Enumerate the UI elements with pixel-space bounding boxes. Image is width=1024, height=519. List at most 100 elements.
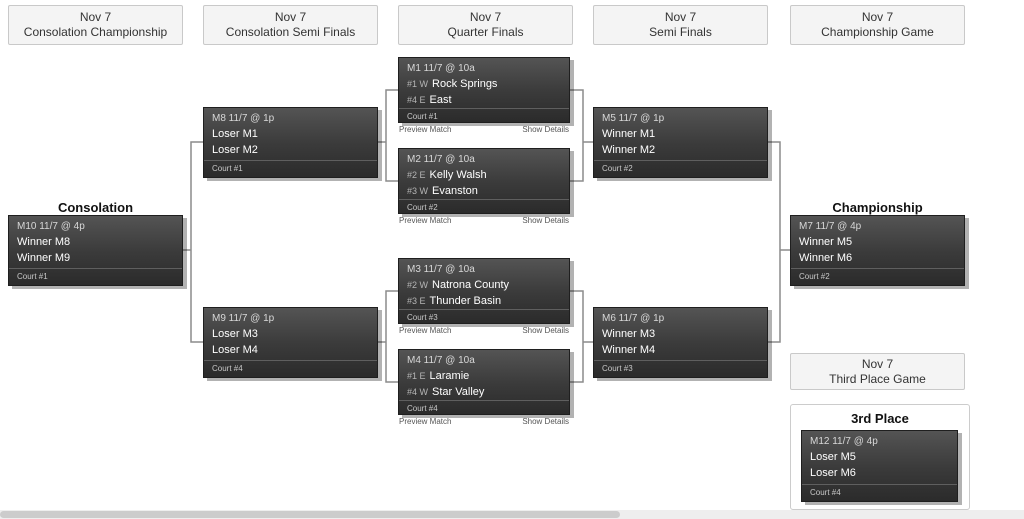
- team-row: Loser M1: [204, 126, 377, 142]
- team-name: Loser M2: [212, 144, 258, 156]
- court-label: Court #4: [802, 484, 957, 501]
- team-row: Loser M6: [802, 465, 957, 481]
- team-name: Loser M3: [212, 328, 258, 340]
- team-name: Winner M3: [602, 328, 656, 340]
- show-details-link[interactable]: Show Details: [522, 417, 569, 426]
- match-title: M8 11/7 @ 1p: [212, 113, 275, 124]
- show-details-link[interactable]: Show Details: [522, 326, 569, 335]
- team-name: Loser M1: [212, 128, 258, 140]
- round-header-semi-finals: Nov 7 Semi Finals: [593, 5, 768, 45]
- team-seed: #3 E: [407, 296, 426, 306]
- team-name: Kelly Walsh: [429, 169, 487, 181]
- court-label: Court #4: [399, 400, 569, 417]
- team-name: Winner M6: [799, 252, 853, 264]
- preview-match-link[interactable]: Preview Match: [399, 326, 452, 335]
- show-details-link[interactable]: Show Details: [522, 216, 569, 225]
- team-name: Winner M5: [799, 236, 853, 248]
- team-seed: #4 E: [407, 95, 426, 105]
- match-links-m3: Preview Match Show Details: [398, 324, 570, 337]
- team-name: Laramie: [429, 370, 470, 382]
- match-title: M10 11/7 @ 4p: [17, 221, 85, 232]
- match-card-m7[interactable]: M7 11/7 @ 4p Winner M5 Winner M6 Court #…: [790, 215, 965, 286]
- section-title-third-place: 3rd Place: [851, 411, 909, 426]
- team-row: Winner M5: [791, 234, 964, 250]
- match-title: M1 11/7 @ 10a: [407, 63, 475, 74]
- round-date: Nov 7: [861, 10, 894, 24]
- match-card-m10[interactable]: M10 11/7 @ 4p Winner M8 Winner M9 Court …: [8, 215, 183, 286]
- court-label: Court #3: [399, 309, 569, 326]
- match-links-m1: Preview Match Show Details: [398, 123, 570, 136]
- round-date: Nov 7: [274, 10, 307, 24]
- round-name: Quarter Finals: [447, 25, 524, 39]
- team-row: Loser M3: [204, 326, 377, 342]
- round-name: Third Place Game: [829, 371, 926, 386]
- horizontal-scrollbar-thumb[interactable]: [0, 511, 620, 518]
- team-name: Loser M6: [810, 467, 856, 479]
- team-name: Loser M5: [810, 451, 856, 463]
- team-row: Loser M5: [802, 449, 957, 465]
- round-header-championship-game: Nov 7 Championship Game: [790, 5, 965, 45]
- match-links-m4: Preview Match Show Details: [398, 415, 570, 428]
- team-name: Natrona County: [432, 279, 510, 291]
- section-title-championship: Championship: [832, 200, 923, 215]
- team-name: Winner M1: [602, 128, 656, 140]
- match-title: M7 11/7 @ 4p: [799, 221, 862, 232]
- team-seed: #1 E: [407, 371, 426, 381]
- team-name: Loser M4: [212, 344, 258, 356]
- team-row: Winner M6: [791, 250, 964, 266]
- match-card-m9[interactable]: M9 11/7 @ 1p Loser M3 Loser M4 Court #4: [203, 307, 378, 378]
- court-label: Court #1: [399, 108, 569, 125]
- preview-match-link[interactable]: Preview Match: [399, 417, 452, 426]
- court-label: Court #2: [594, 160, 767, 177]
- team-row: Winner M8: [9, 234, 182, 250]
- round-name: Championship Game: [821, 25, 934, 39]
- court-label: Court #2: [399, 199, 569, 216]
- team-seed: #2 W: [407, 280, 429, 290]
- match-title: M9 11/7 @ 1p: [212, 313, 275, 324]
- team-row: Winner M3: [594, 326, 767, 342]
- team-name: Winner M8: [17, 236, 71, 248]
- court-label: Court #3: [594, 360, 767, 377]
- team-row: Winner M4: [594, 342, 767, 358]
- team-row: Loser M4: [204, 342, 377, 358]
- team-name: Rock Springs: [432, 78, 498, 90]
- match-title: M6 11/7 @ 1p: [602, 313, 665, 324]
- show-details-link[interactable]: Show Details: [522, 125, 569, 134]
- match-card-m5[interactable]: M5 11/7 @ 1p Winner M1 Winner M2 Court #…: [593, 107, 768, 178]
- team-row: Winner M1: [594, 126, 767, 142]
- team-seed: #4 W: [407, 387, 429, 397]
- match-card-m6[interactable]: M6 11/7 @ 1p Winner M3 Winner M4 Court #…: [593, 307, 768, 378]
- match-title: M4 11/7 @ 10a: [407, 355, 475, 366]
- match-title: M2 11/7 @ 10a: [407, 154, 475, 165]
- match-card-m8[interactable]: M8 11/7 @ 1p Loser M1 Loser M2 Court #1: [203, 107, 378, 178]
- team-name: Star Valley: [432, 386, 485, 398]
- preview-match-link[interactable]: Preview Match: [399, 216, 452, 225]
- round-name: Semi Finals: [649, 25, 712, 39]
- team-seed: #1 W: [407, 79, 429, 89]
- court-label: Court #4: [204, 360, 377, 377]
- preview-match-link[interactable]: Preview Match: [399, 125, 452, 134]
- round-date: Nov 7: [664, 10, 697, 24]
- match-title: M12 11/7 @ 4p: [810, 436, 878, 447]
- round-header-consolation-championship: Nov 7 Consolation Championship: [8, 5, 183, 45]
- horizontal-scrollbar[interactable]: [0, 510, 1024, 519]
- team-seed: #3 W: [407, 186, 429, 196]
- match-links-m2: Preview Match Show Details: [398, 214, 570, 227]
- match-title: M5 11/7 @ 1p: [602, 113, 665, 124]
- match-card-m12[interactable]: M12 11/7 @ 4p Loser M5 Loser M6 Court #4: [801, 430, 958, 502]
- team-row: Winner M9: [9, 250, 182, 266]
- team-name: Evanston: [432, 185, 478, 197]
